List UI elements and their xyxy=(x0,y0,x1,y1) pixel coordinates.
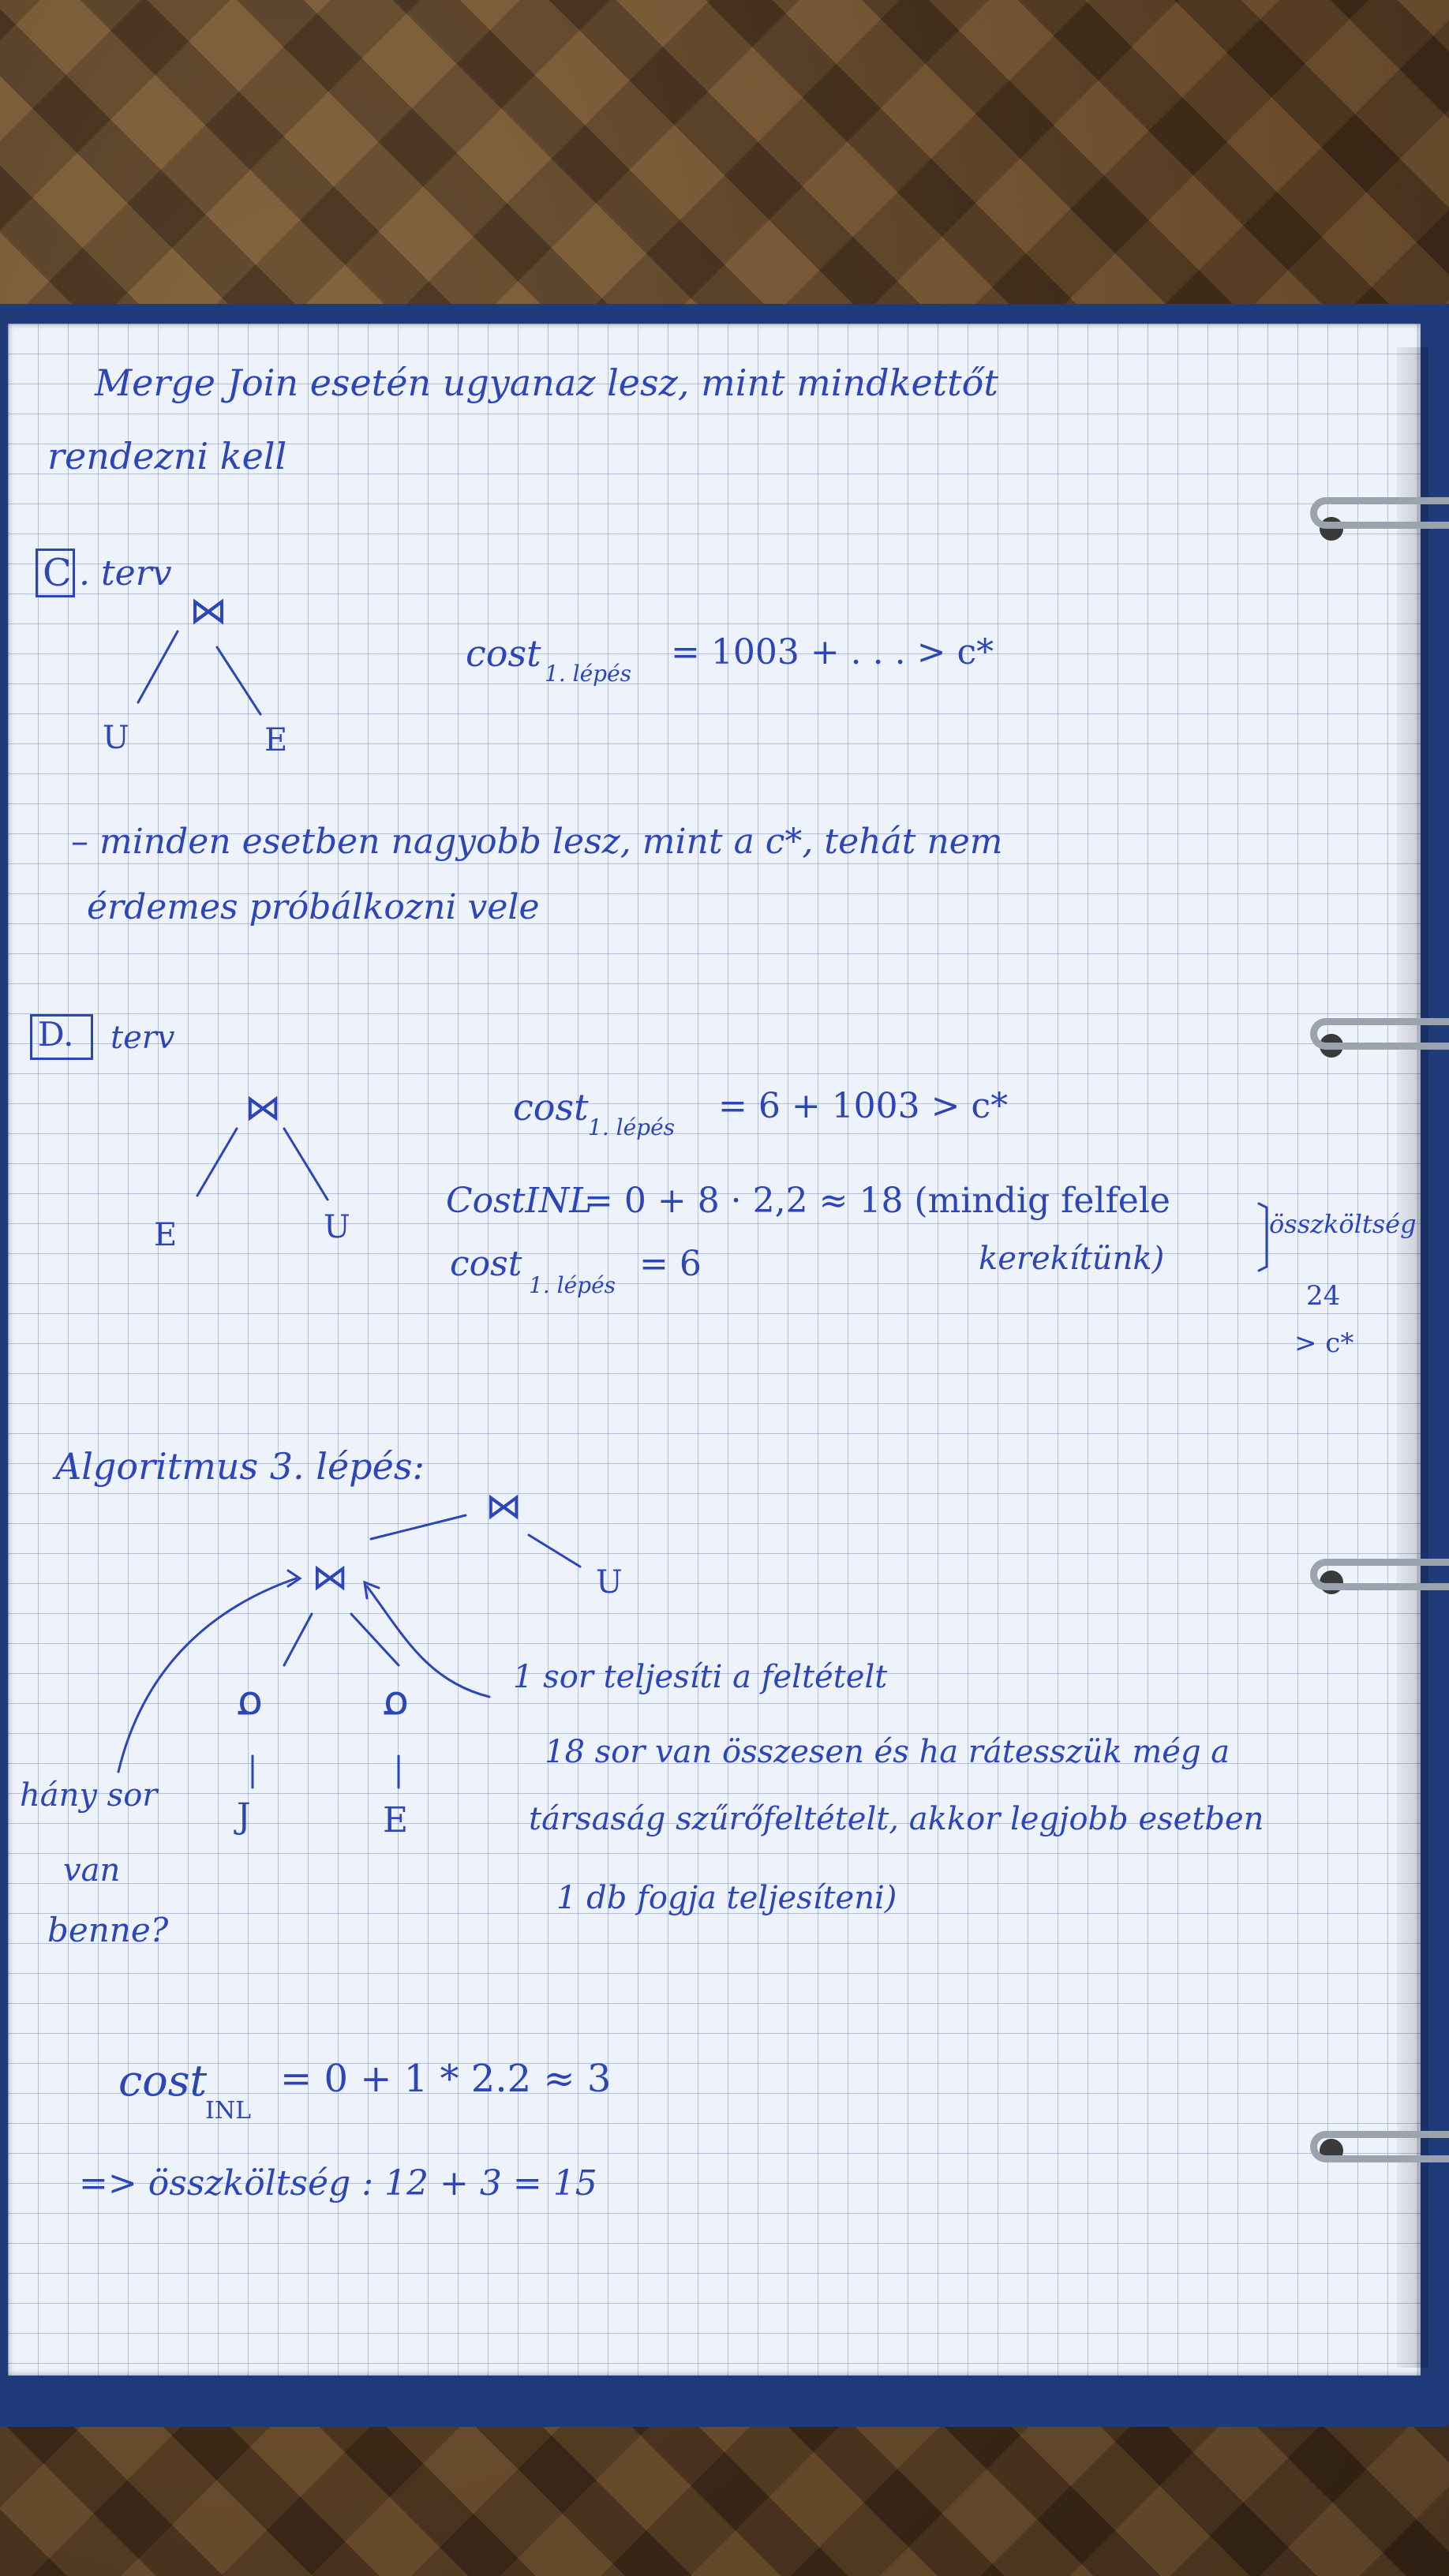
tree-edge-alg-top-right xyxy=(527,1533,582,1568)
final-cost-word: cost xyxy=(118,2056,208,2106)
notebook-page xyxy=(8,324,1421,2376)
arrowhead-1 xyxy=(286,1569,302,1588)
plan-d-join: ⋈ xyxy=(245,1086,281,1129)
plan-c-right: E xyxy=(264,722,288,758)
alg-note-3: társaság szűrőfeltételt, akkor legjobb e… xyxy=(529,1801,1264,1837)
tree-edge-alg-mid-right xyxy=(350,1612,400,1667)
tree-edge-c-right xyxy=(215,646,262,716)
final-cost-sub: INL xyxy=(205,2097,252,2125)
plan-c-note-1: – minden esetben nagyobb lesz, mint a c*… xyxy=(71,822,1003,862)
plan-d-cost1-word: cost xyxy=(513,1086,589,1129)
plan-c-note-2: érdemes próbálkozni vele xyxy=(87,887,540,927)
alg-note-2: 18 sor van összesen és ha rátesszük még … xyxy=(545,1734,1230,1770)
alg-note-4: 1 db fogja teljesíteni) xyxy=(556,1880,897,1916)
binder-ring xyxy=(1310,1559,1449,1590)
plan-d-cost3-word: cost xyxy=(450,1244,522,1284)
plan-d-total-compare: > c* xyxy=(1294,1327,1354,1359)
algorithm-title: Algoritmus 3. lépés: xyxy=(55,1445,425,1488)
plan-d-cost2-expr: = 0 + 8 · 2,2 ≈ 18 (mindig felfele xyxy=(584,1181,1170,1221)
alg-question-2: van xyxy=(63,1852,121,1889)
tree-edge-alg-top-left xyxy=(369,1514,467,1541)
alg-leaf-e: E xyxy=(383,1800,409,1840)
alg-selection-1: σ xyxy=(237,1682,263,1729)
binder-ring xyxy=(1310,497,1449,529)
plan-d-title: terv xyxy=(110,1020,175,1056)
plan-d-cost2-cont: kerekítünk) xyxy=(979,1241,1165,1277)
plan-d-left: E xyxy=(154,1217,178,1253)
plan-d-cost2-word: CostINL xyxy=(446,1181,593,1221)
plan-d-cost3-sub: 1. lépés xyxy=(529,1272,616,1298)
plan-c-join: ⋈ xyxy=(189,589,227,633)
plan-d-box xyxy=(30,1014,93,1060)
arrow-1-sor xyxy=(365,1585,491,1698)
plan-d-label: D. xyxy=(38,1015,74,1054)
plan-c-cost-word: cost xyxy=(466,632,541,675)
plan-c-cost-expr: = 1003 + . . . > c* xyxy=(671,632,994,672)
note-line-2: rendezni kell xyxy=(47,435,287,477)
binder-ring xyxy=(1310,1018,1449,1050)
plan-d-cost3-expr: = 6 xyxy=(639,1244,702,1284)
alg-top-join: ⋈ xyxy=(485,1485,522,1527)
plan-d-cost1-expr: = 6 + 1003 > c* xyxy=(718,1086,1009,1126)
plan-c-label: C xyxy=(43,551,72,595)
plan-c-cost-sub: 1. lépés xyxy=(545,661,632,687)
plan-c-left: U xyxy=(103,720,129,756)
arrowhead-2 xyxy=(363,1580,380,1600)
final-cost-expr: = 0 + 1 * 2.2 ≈ 3 xyxy=(280,2057,612,2101)
alg-note-1: 1 sor teljesíti a feltételt xyxy=(513,1659,888,1695)
bracket xyxy=(1257,1202,1268,1272)
final-total: => összköltség : 12 + 3 = 15 xyxy=(79,2163,597,2203)
binder-ring xyxy=(1310,2131,1449,2162)
arrow-hany-sor xyxy=(117,1577,298,1773)
plan-d-right: U xyxy=(324,1209,350,1245)
tree-edge-alg-mid-left xyxy=(283,1612,313,1667)
tree-edge-d-left xyxy=(196,1127,238,1197)
plan-c-box xyxy=(36,549,75,597)
plan-d-cost1-sub: 1. lépés xyxy=(588,1114,676,1140)
page-edge-shadow xyxy=(1397,347,1428,2368)
alg-question-3: benne? xyxy=(47,1911,169,1949)
plan-c-title: . terv xyxy=(79,553,172,593)
alg-leaf-j: J xyxy=(237,1796,251,1837)
alg-question-1: hány sor xyxy=(20,1777,158,1814)
note-line-1: Merge Join esetén ugyanaz lesz, mint min… xyxy=(95,361,998,404)
tree-edge-d-right xyxy=(283,1127,329,1201)
alg-top-right: U xyxy=(596,1564,623,1601)
alg-selection-2: σ xyxy=(383,1682,409,1729)
plan-d-total-label: összköltség xyxy=(1269,1209,1417,1239)
tree-edge-c-left xyxy=(137,630,179,704)
plan-d-total-value: 24 xyxy=(1306,1280,1341,1312)
alg-mid-join: ⋈ xyxy=(312,1556,348,1598)
